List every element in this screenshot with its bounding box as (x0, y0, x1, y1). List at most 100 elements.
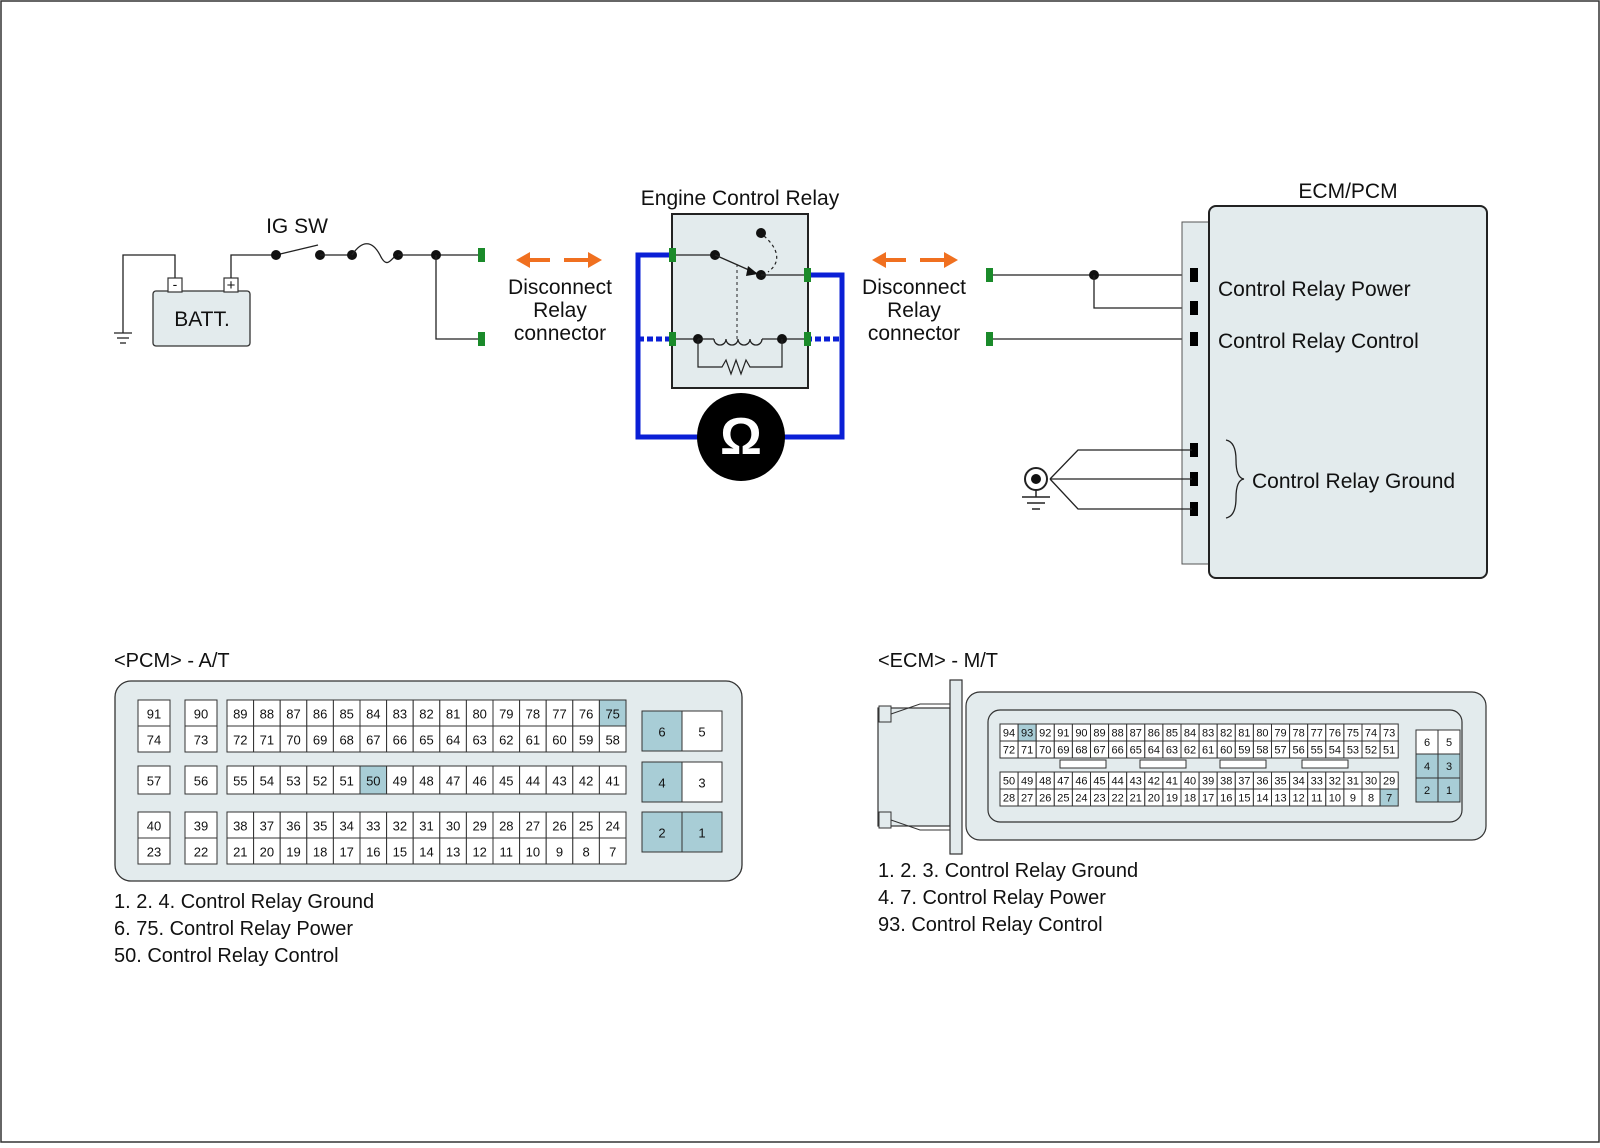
pin-number: 80 (1256, 728, 1268, 740)
connector-pin: 17 (1198, 788, 1218, 807)
pin-number: 41 (1166, 776, 1178, 788)
pin-number: 21 (1130, 793, 1142, 805)
pin-number: 4 (658, 776, 665, 791)
connector-pin: 43 (545, 765, 574, 795)
connector-pin: 16 (1216, 788, 1236, 807)
pin-number: 4 (1424, 761, 1430, 773)
pin-number: 79 (1274, 728, 1286, 740)
connector-pin: 29 (1379, 771, 1399, 790)
pin-number: 67 (1093, 745, 1105, 757)
connector-pin: 21 (1126, 788, 1146, 807)
connector-pin: 40 (1180, 771, 1200, 790)
connector-pin: 3 (1437, 753, 1461, 779)
connector-pin: 40 (137, 811, 171, 839)
pin-number: 65 (1130, 745, 1142, 757)
pin-number: 29 (472, 819, 486, 834)
pin-number: 22 (1112, 793, 1124, 805)
connector-pin: 5 (1437, 729, 1461, 755)
connector-pin: 82 (412, 699, 441, 727)
pin-number: 3 (1446, 761, 1452, 773)
pin-number: 68 (339, 733, 353, 748)
connector-pin: 46 (1071, 771, 1092, 790)
pin-number: 13 (446, 845, 460, 860)
connector-pin: 47 (439, 765, 467, 795)
connector-pin: 48 (1035, 771, 1055, 790)
pcm-title: <PCM> - A/T (114, 650, 230, 672)
pin-number: 35 (1274, 776, 1286, 788)
connector-pin: 61 (1198, 740, 1218, 759)
pin-number: 17 (1202, 793, 1214, 805)
pin-number: 27 (526, 819, 540, 834)
pin-number: 78 (1293, 728, 1305, 740)
pin-number: 25 (579, 819, 593, 834)
pin-number: 24 (1075, 793, 1087, 805)
pin-number: 17 (339, 845, 353, 860)
pin-number: 68 (1075, 745, 1087, 757)
pin-number: 94 (1003, 728, 1015, 740)
pin-number: 11 (1311, 793, 1322, 805)
pin-number: 18 (1184, 793, 1196, 805)
relay-body (671, 213, 809, 389)
pin-number: 13 (1274, 793, 1286, 805)
connector-pin: 92 (1035, 723, 1055, 742)
ohm-icon: Ω (697, 393, 785, 481)
connector-pin: 57 (137, 765, 171, 795)
pin-number: 69 (313, 733, 327, 748)
ig-switch-label: IG SW (266, 215, 328, 238)
connector-pin: 51 (1379, 740, 1399, 759)
pin-number: 24 (605, 819, 619, 834)
pin-number: 31 (419, 819, 433, 834)
connector-pin: 76 (572, 699, 600, 727)
connector-pin: 49 (1017, 771, 1037, 790)
meter-lead-left (635, 252, 700, 440)
connector-pin: 10 (519, 837, 547, 865)
pin-number: 62 (499, 733, 513, 748)
pin-number: 42 (579, 774, 593, 789)
pin-number: 48 (1039, 776, 1051, 788)
pin-number: 87 (286, 707, 300, 722)
connector-pin: 55 (1307, 740, 1327, 759)
connector-pin: 16 (359, 837, 388, 865)
pin-number: 82 (419, 707, 433, 722)
connector-pin: 13 (439, 837, 467, 865)
pin-number: 53 (1347, 745, 1359, 757)
connector-pin: 8 (1361, 788, 1381, 807)
connector-pin: 19 (279, 837, 308, 865)
pin-number: 71 (1021, 745, 1033, 757)
left-disconnect-line2: Relay (533, 299, 587, 322)
connector-pin: 50 (359, 765, 388, 795)
pin-number: 54 (260, 774, 274, 789)
pin-number: 10 (1329, 793, 1341, 805)
pin-number: 6 (658, 725, 665, 740)
pin-number: 14 (419, 845, 433, 860)
connector-pin: 83 (1198, 723, 1218, 742)
pin-number: 91 (147, 707, 161, 722)
connector-pin: 54 (253, 765, 281, 795)
connector-pin: 73 (1379, 723, 1399, 742)
pin-number: 26 (552, 819, 566, 834)
pin-number: 72 (1003, 745, 1015, 757)
connector-pin: 60 (545, 725, 574, 753)
pin-number: 47 (446, 774, 460, 789)
pin-number: 63 (472, 733, 486, 748)
ecm-pcm-unit: ECM/PCM Control Relay Power Control Rela… (986, 180, 1488, 579)
connector-pin: 74 (137, 725, 171, 753)
connector-pin: 24 (598, 811, 627, 839)
connector-pin: 77 (545, 699, 574, 727)
pin-number: 7 (609, 845, 616, 860)
connector-pin: 56 (1289, 740, 1309, 759)
pin-number: 84 (366, 707, 380, 722)
connector-pin: 67 (359, 725, 388, 753)
pin-number: 20 (1148, 793, 1160, 805)
pin-number: 90 (1075, 728, 1087, 740)
pin-number: 36 (286, 819, 300, 834)
connector-pin: 68 (332, 725, 361, 753)
ecm-label-control: Control Relay Control (1218, 330, 1419, 353)
ecm-connector-title: <ECM> - M/T (878, 650, 998, 672)
latch-slot (1301, 759, 1349, 769)
connector-pin: 52 (306, 765, 334, 795)
connector-pin: 39 (184, 811, 218, 839)
pin-number: 34 (339, 819, 353, 834)
pin-number: 28 (499, 819, 513, 834)
